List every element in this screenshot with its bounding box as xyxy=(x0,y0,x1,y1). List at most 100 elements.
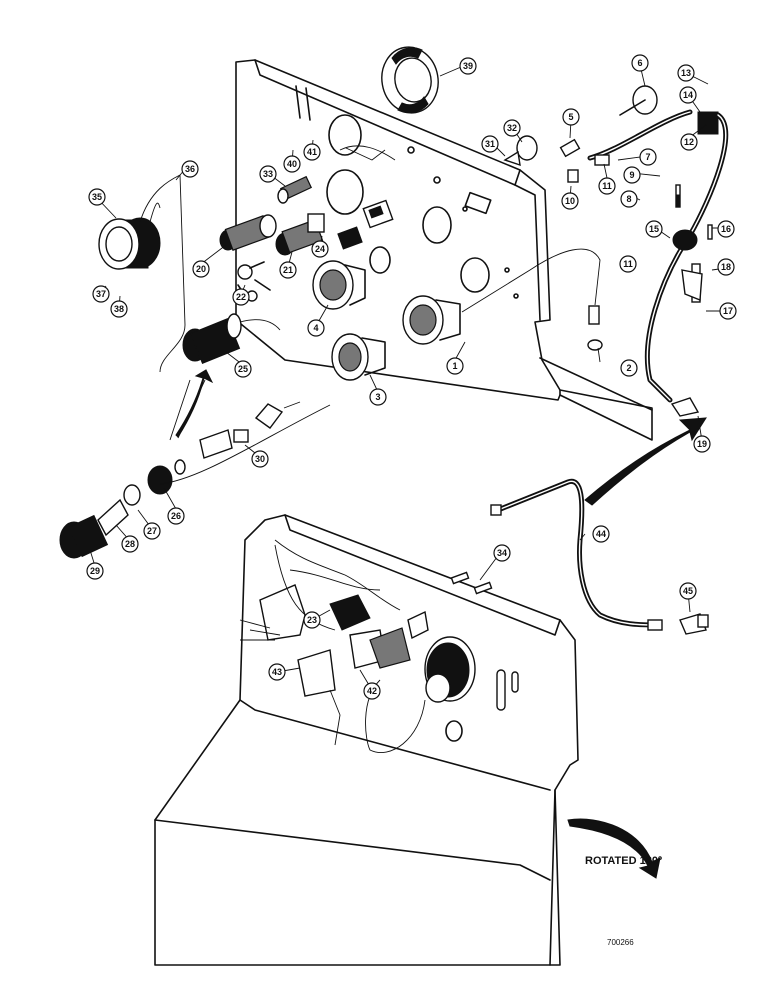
callout-part-28: 28 xyxy=(121,535,139,553)
callout-part-32: 32 xyxy=(503,119,521,137)
svg-text:8: 8 xyxy=(626,194,631,204)
svg-text:3: 3 xyxy=(375,392,380,402)
switches-group xyxy=(219,175,394,302)
callout-part-11-a: 11 xyxy=(598,177,616,195)
callout-part-25: 25 xyxy=(234,360,252,378)
callout-part-44: 44 xyxy=(592,525,610,543)
svg-text:43: 43 xyxy=(272,667,282,677)
svg-text:19: 19 xyxy=(697,439,707,449)
callout-part-20: 20 xyxy=(192,260,210,278)
svg-text:17: 17 xyxy=(723,306,733,316)
svg-text:27: 27 xyxy=(147,526,157,536)
callout-part-30: 30 xyxy=(251,450,269,468)
callout-part-26: 26 xyxy=(167,507,185,525)
svg-text:7: 7 xyxy=(645,152,650,162)
callout-part-5: 5 xyxy=(562,108,580,126)
callout-part-15: 15 xyxy=(645,220,663,238)
callout-part-17: 17 xyxy=(719,302,737,320)
fitting-part-2 xyxy=(587,305,603,351)
callout-part-23: 23 xyxy=(303,611,321,629)
upper-instrument-panel xyxy=(235,59,653,441)
svg-text:12: 12 xyxy=(684,137,694,147)
ignition-switch-part-20 xyxy=(219,214,277,251)
svg-text:15: 15 xyxy=(649,224,659,234)
seal-ring-part-39 xyxy=(381,46,439,114)
svg-text:1: 1 xyxy=(452,361,457,371)
callout-part-22: 22 xyxy=(232,288,250,306)
callout-part-43: 43 xyxy=(268,663,286,681)
callout-part-7: 7 xyxy=(639,148,657,166)
callout-part-42: 42 xyxy=(363,682,381,700)
callout-part-19: 19 xyxy=(693,435,711,453)
svg-text:31: 31 xyxy=(485,139,495,149)
callout-part-14: 14 xyxy=(679,86,697,104)
hose-part-44 xyxy=(490,478,663,631)
svg-text:41: 41 xyxy=(307,147,317,157)
callout-part-16: 16 xyxy=(717,220,735,238)
fitting-part-45 xyxy=(679,613,709,635)
callout-part-8: 8 xyxy=(620,190,638,208)
svg-text:20: 20 xyxy=(196,264,206,274)
svg-text:29: 29 xyxy=(90,566,100,576)
callout-part-21: 21 xyxy=(279,261,297,279)
svg-text:28: 28 xyxy=(125,539,135,549)
callout-part-41: 41 xyxy=(303,143,321,161)
direction-arrows xyxy=(175,369,707,879)
callout-leaders-lower xyxy=(276,533,691,691)
light-components-26-30 xyxy=(59,379,331,559)
svg-text:14: 14 xyxy=(683,90,693,100)
callout-part-35: 35 xyxy=(88,188,106,206)
svg-text:16: 16 xyxy=(721,224,731,234)
switch-part-21 xyxy=(275,213,325,256)
svg-text:4: 4 xyxy=(313,323,318,333)
svg-text:36: 36 xyxy=(185,164,195,174)
svg-text:10: 10 xyxy=(565,196,575,206)
callout-part-11-b: 11 xyxy=(619,255,637,273)
lower-instrument-panel xyxy=(154,514,579,966)
gauge-part-4 xyxy=(312,260,366,310)
callout-part-29: 29 xyxy=(86,562,104,580)
callout-part-6: 6 xyxy=(631,54,649,72)
rotated-180-label: ROTATED 180º xyxy=(585,855,662,867)
callout-part-34: 34 xyxy=(493,544,511,562)
svg-text:33: 33 xyxy=(263,169,273,179)
callout-part-1: 1 xyxy=(446,357,464,375)
callout-part-27: 27 xyxy=(143,522,161,540)
svg-text:37: 37 xyxy=(96,289,106,299)
svg-text:25: 25 xyxy=(238,364,248,374)
svg-text:42: 42 xyxy=(367,686,377,696)
svg-text:35: 35 xyxy=(92,192,102,202)
svg-text:38: 38 xyxy=(114,304,124,314)
svg-text:30: 30 xyxy=(255,454,265,464)
drawing-code: 700266 xyxy=(607,938,634,947)
svg-text:34: 34 xyxy=(497,548,507,558)
svg-text:22: 22 xyxy=(236,292,246,302)
callout-part-24: 24 xyxy=(311,240,329,258)
callout-part-13: 13 xyxy=(677,64,695,82)
svg-text:32: 32 xyxy=(507,123,517,133)
svg-text:6: 6 xyxy=(637,58,642,68)
svg-text:40: 40 xyxy=(287,159,297,169)
callout-part-12: 12 xyxy=(680,133,698,151)
svg-text:39: 39 xyxy=(463,61,473,71)
callout-part-33: 33 xyxy=(259,165,277,183)
svg-text:2: 2 xyxy=(626,363,631,373)
callout-part-36: 36 xyxy=(181,160,199,178)
callout-part-37: 37 xyxy=(92,285,110,303)
switch-part-24 xyxy=(337,199,394,250)
svg-text:21: 21 xyxy=(283,265,293,275)
svg-text:11: 11 xyxy=(602,181,612,191)
callout-part-2: 2 xyxy=(620,359,638,377)
callout-part-45: 45 xyxy=(679,582,697,600)
svg-text:45: 45 xyxy=(683,586,693,596)
callout-part-39: 39 xyxy=(459,57,477,75)
callout-part-3: 3 xyxy=(369,388,387,406)
light-part-25 xyxy=(182,313,281,364)
callout-part-38: 38 xyxy=(110,300,128,318)
svg-text:23: 23 xyxy=(307,615,317,625)
svg-text:11: 11 xyxy=(623,259,633,269)
callout-part-4: 4 xyxy=(307,319,325,337)
svg-text:26: 26 xyxy=(171,511,181,521)
callout-part-10: 10 xyxy=(561,192,579,210)
